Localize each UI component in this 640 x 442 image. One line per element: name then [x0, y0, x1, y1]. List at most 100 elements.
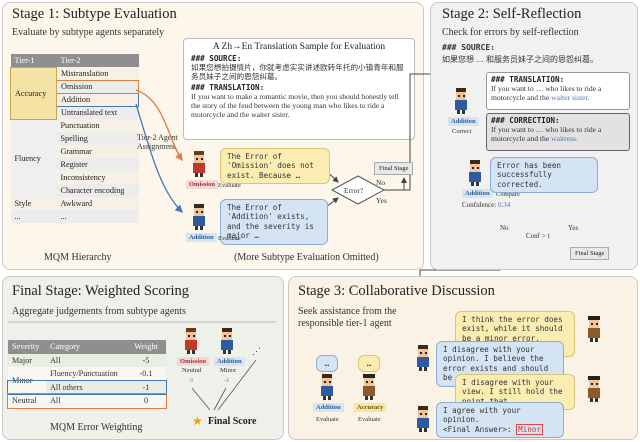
- s2-addition-agent-icon: [455, 88, 467, 114]
- s2-source-label: ### SOURCE:: [442, 43, 495, 52]
- tier2-grammar: Grammar: [60, 147, 92, 156]
- s2-compare-agent-icon: [469, 160, 481, 186]
- weight-row-neutral-category: All: [50, 396, 61, 406]
- final-addition-agent-icon: [221, 328, 233, 354]
- omission-evaluate: Evaluate: [218, 182, 241, 189]
- s3-bubble-4-final: <Final Answer>:: [443, 424, 517, 434]
- final-addition-tag: Addition: [214, 357, 245, 366]
- s2-source-text: 如果您想 … 和服务员妹子之间的恩怨纠葛。: [442, 55, 598, 64]
- s2-confidence: Confidence: 0.34: [462, 201, 510, 209]
- tier2-inconsistency: Inconsistency: [60, 173, 106, 182]
- tier2-more: ...: [60, 212, 67, 221]
- s2-addition-tag-2: Addition: [462, 189, 493, 198]
- source-text: 如果您想拍摄情片，你就考虑实实讲述欧转年托的小镇青年和服务员妹子之间的恩怨纠葛。: [191, 63, 404, 82]
- s2-correction-box: ### CORRECTION: If you want to … who lik…: [486, 113, 630, 151]
- weight-row-major-weight: -5: [142, 355, 150, 365]
- s3-accuracy-agent-icon: [363, 374, 375, 400]
- error-question: Error?: [344, 186, 364, 195]
- stage1-subtitle: Evaluate by subtype agents separately: [12, 27, 165, 38]
- tier2-awkward: Awkward: [60, 199, 93, 208]
- weight-row-others-category: All others: [50, 382, 83, 392]
- tier2-assignment-label: Tier-2 Agent Assignment: [137, 133, 178, 152]
- s2-correction-highlight: waitress.: [551, 134, 578, 144]
- weight-row-major-severity: Major: [12, 355, 33, 365]
- s3-accuracy-speaker-1: [588, 316, 600, 342]
- weight-row-neutral-weight: 0: [143, 396, 149, 406]
- s2-corrected-bubble: Error has been successfully corrected.: [490, 157, 598, 194]
- addition-evaluate: Evaluate: [218, 235, 241, 242]
- s3-addition-speaker-2: [417, 406, 429, 432]
- tier1-header: Tier-1: [10, 54, 57, 67]
- stage3-subtitle-a: Seek assistance from the: [298, 306, 397, 317]
- tier2-addition: Addition: [56, 92, 139, 107]
- s3-addition-tag: Addition: [313, 403, 344, 412]
- final-divider: [8, 321, 276, 323]
- error-decision-diamond: [330, 175, 386, 205]
- s2-conf-yes-label: Yes: [568, 224, 579, 232]
- tier2-punctuation: Punctuation: [60, 121, 100, 130]
- error-no-label: No: [376, 178, 386, 187]
- s2-correction-label: ### CORRECTION:: [491, 116, 560, 125]
- addition-arrow: [135, 103, 183, 213]
- error-yes-label: Yes: [376, 196, 387, 205]
- omission-tag: Omission: [186, 180, 219, 189]
- mqm-weighting-label: MQM Error Weighting: [50, 422, 143, 433]
- stage2-subtitle: Check for errors by self-reflection: [442, 27, 579, 38]
- omission-arrow: [135, 89, 183, 162]
- tier1-more: ...: [14, 212, 21, 221]
- final-stage-subtitle: Aggregate judgements from subtype agents: [12, 306, 186, 317]
- addition-agent-icon: [193, 204, 205, 230]
- stage3-title: Stage 3: Collaborative Discussion: [298, 283, 495, 299]
- final-stage-box-2: Final Stage: [570, 247, 610, 260]
- tier1-accuracy: Accuracy: [10, 66, 57, 120]
- omission-bubble: The Error of 'Omission' does not exist. …: [220, 148, 330, 185]
- tier2-register: Register: [60, 160, 88, 169]
- tier1-fluency: Fluency: [10, 119, 57, 197]
- addition-tag: Addition: [186, 233, 217, 242]
- s3-final-answer-minor: Minor: [516, 423, 544, 435]
- stage1-title: Stage 1: Subtype Evaluation: [12, 6, 177, 22]
- stage3-subtitle-b: responsible tier-1 agent: [298, 318, 392, 329]
- final-ellipsis: ⋰: [252, 346, 261, 356]
- final-score-label: Final Score: [208, 416, 257, 427]
- s2-conf-no-label: No: [500, 224, 509, 232]
- s2-translation-highlight: waiter sister.: [551, 93, 590, 103]
- s3-addition-speaker-1: [417, 345, 429, 371]
- s3-bubble-4-line1: I agree with your opinion.: [443, 406, 521, 425]
- s3-addition-agent-icon: [321, 374, 333, 400]
- category-header: Category: [46, 340, 126, 354]
- omission-agent-icon: [193, 151, 205, 177]
- omitted-note: (More Subtype Evaluation Omitted): [234, 252, 379, 263]
- s2-translation-box: ### TRANSLATION: If you want to … who li…: [486, 72, 630, 110]
- s3-accuracy-ellipsis-bubble: …: [358, 355, 380, 373]
- final-omission-agent-icon: [185, 328, 197, 354]
- weight-header: Weight: [126, 340, 166, 354]
- s3-accuracy-speaker-2: [588, 376, 600, 402]
- s3-bubble-4: I agree with your opinion. <Final Answer…: [436, 402, 564, 439]
- s3-addition-evaluate: Evaluate: [316, 416, 339, 423]
- tier2-header: Tier-2: [56, 54, 139, 67]
- s2-conf-question: Conf > t: [526, 232, 550, 240]
- translation-label: ### TRANSLATION:: [191, 83, 265, 93]
- s3-accuracy-tag: Accuracy: [354, 403, 387, 412]
- weight-row-major-category: All: [50, 355, 61, 365]
- tier2-mistranslation: Mistranslation: [61, 68, 109, 78]
- s2-compare-label: Compare: [496, 191, 520, 198]
- s2-addition-tag-1: Addition: [448, 117, 479, 126]
- severity-header: Severity: [8, 340, 46, 354]
- mqm-hierarchy-label: MQM Hierarchy: [44, 252, 112, 263]
- weight-row-punct-weight: -0.1: [139, 369, 153, 379]
- stage2-title: Stage 2: Self-Reflection: [442, 6, 582, 22]
- s3-addition-ellipsis-bubble: …: [316, 355, 338, 373]
- s2-translation-label: ### TRANSLATION:: [491, 75, 565, 84]
- source-label: ### SOURCE:: [191, 54, 242, 63]
- yes-arrow: [384, 71, 449, 191]
- s3-accuracy-evaluate: Evaluate: [358, 416, 381, 423]
- tier1-style: Style: [14, 199, 32, 208]
- translation-text: If you want to make a romantic movie, th…: [191, 92, 399, 120]
- tier2-untranslated: Untranslated text: [61, 108, 118, 118]
- final-stage-box-1: Final Stage: [374, 162, 414, 175]
- final-minor-label: Minor: [220, 367, 237, 374]
